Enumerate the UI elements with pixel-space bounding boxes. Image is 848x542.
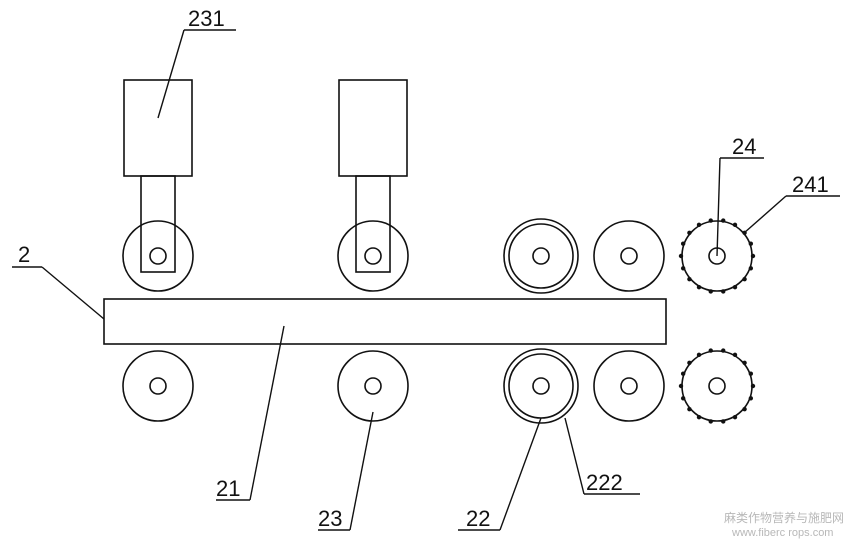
spike-dot [742,406,747,412]
upper-spikes [678,218,756,294]
lower-double-roller-axle [532,377,550,395]
label-23: 23 [318,506,342,531]
spike-dot [742,360,747,366]
upper-roller-2 [337,220,409,292]
lower-plain-roller-body [593,350,665,422]
lower-spikes [678,348,756,424]
spike-dot [696,352,702,358]
lower-roller-2 [337,350,409,422]
upper-plain-roller-body [593,220,665,292]
spike-dot [708,348,713,353]
lower-roller-1 [122,350,194,422]
press-unit-left [122,79,194,292]
conveyor-plate [103,298,667,345]
leader-21-diag [249,325,285,501]
lower-double-roller-outer [503,348,579,424]
label-222: 222 [586,470,623,495]
spike-dot [696,222,702,228]
spike-dot [732,414,738,420]
lower-plain-roller [593,350,665,422]
lower-roller-1-body [122,350,194,422]
spike-dot [721,218,726,223]
spike-dot [680,371,686,376]
spike-dot [708,289,713,294]
spike-dot [748,241,754,246]
lower-roller-1-axle [149,377,167,395]
spike-dot [750,383,756,389]
lower-roller-2-axle [364,377,382,395]
label-2: 2 [18,242,30,267]
lower-roller-2-body [337,350,409,422]
watermark-url: www.fiberc rops.com [731,527,833,539]
spike-dot [696,284,702,290]
leader-222-diag [564,417,585,495]
upper-roller-1 [122,220,194,292]
upper-double-roller-inner [508,223,574,289]
spike-dot [687,230,692,236]
spike-dot [721,419,726,424]
leader-2-diag [41,266,105,320]
leader-lines [12,29,840,531]
spike-dot [748,371,754,376]
spike-dot [748,396,754,401]
spike-dot [680,396,686,401]
leader-241-diag [743,195,787,234]
lower-spiked-roller [678,348,756,424]
spike-dot [732,352,738,358]
roller-axle-2 [364,247,382,265]
lower-spiked-roller-axle [708,377,726,395]
spike-dot [680,241,686,246]
lower-double-roller-inner [508,353,574,419]
spike-dot [742,276,747,282]
lower-spiked-roller-body [681,350,753,422]
spike-dot [678,383,684,389]
roller-axle-1 [149,247,167,265]
lower-plain-roller-axle [620,377,638,395]
press-rod-middle [355,175,391,273]
spike-dot [708,419,713,424]
label-231: 231 [188,6,225,31]
spike-dot [750,253,756,259]
spike-dot [687,276,692,282]
label-241: 241 [792,172,829,197]
spike-dot [721,289,726,294]
spike-dot [678,253,684,259]
leader-23-diag [349,411,374,531]
press-rod-left [140,175,176,273]
upper-double-roller-axle [532,247,550,265]
lower-double-roller [503,348,579,424]
leader-231-diag [157,29,185,119]
spike-dot [732,284,738,290]
press-cylinder-left [123,79,193,177]
leader-24-diag [716,157,721,257]
upper-double-roller [503,218,579,294]
upper-plain-roller [593,220,665,292]
press-unit-middle [337,79,409,292]
watermark-title: 麻类作物营养与施肥网 [724,510,844,525]
label-22: 22 [466,506,490,531]
upper-plain-roller-axle [620,247,638,265]
spike-dot [721,348,726,353]
press-cylinder-middle [338,79,408,177]
spike-dot [748,266,754,271]
spike-dot [696,414,702,420]
spike-dot [732,222,738,228]
spike-dot [687,360,692,366]
spike-dot [687,406,692,412]
upper-double-roller-outer [503,218,579,294]
spike-dot [708,218,713,223]
upper-spiked-roller [678,218,756,294]
spike-dot [680,266,686,271]
label-21: 21 [216,476,240,501]
label-24: 24 [732,134,756,159]
leader-22-diag [499,417,542,531]
